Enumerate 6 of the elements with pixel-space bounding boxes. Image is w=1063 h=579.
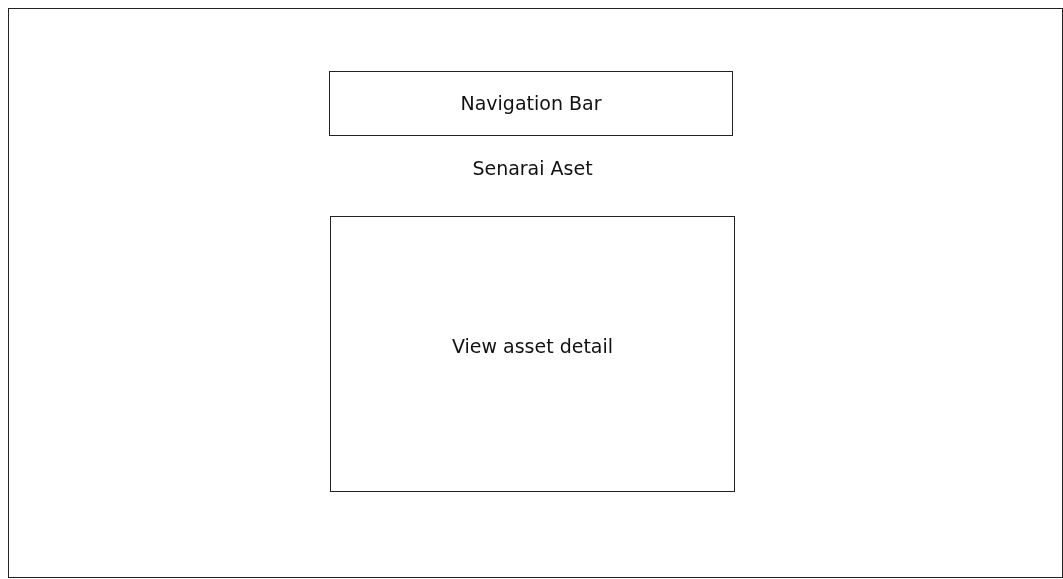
page-frame [8,8,1063,578]
panel-title: View asset detail [450,335,615,357]
navigation-bar [329,71,733,136]
content-panel [330,216,735,492]
bar-title: Navigation Bar [459,92,603,114]
page-heading: Senarai Aset [471,157,594,179]
